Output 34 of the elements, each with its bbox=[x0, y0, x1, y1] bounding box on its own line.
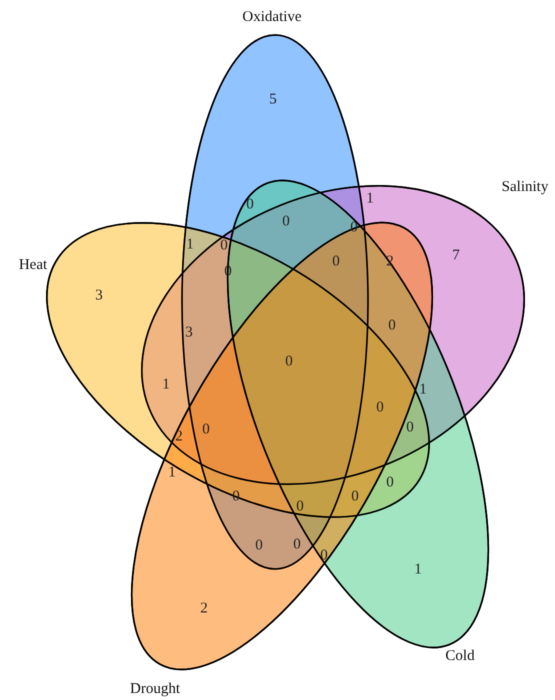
set-label: Cold bbox=[445, 649, 475, 664]
region-count: 0 bbox=[406, 420, 414, 436]
region-count: 1 bbox=[162, 378, 170, 392]
region-count: 7 bbox=[452, 248, 460, 264]
region-count: 0 bbox=[202, 422, 210, 438]
region-count: 0 bbox=[350, 220, 358, 236]
region-count: 1 bbox=[366, 192, 374, 206]
region-count: 0 bbox=[246, 198, 254, 212]
region-count: 0 bbox=[296, 500, 304, 514]
region-count: 0 bbox=[282, 214, 290, 230]
region-count: 0 bbox=[255, 538, 263, 554]
region-count: 0 bbox=[388, 318, 396, 334]
set-label: Drought bbox=[130, 682, 180, 697]
region-count: 0 bbox=[351, 490, 359, 504]
region-count: 2 bbox=[200, 602, 208, 616]
region-count: 2 bbox=[175, 430, 183, 444]
set-label: Salinity bbox=[502, 180, 548, 195]
region-count: 0 bbox=[386, 476, 394, 490]
region-count: 0 bbox=[293, 538, 301, 552]
set-label: Heat bbox=[18, 258, 48, 273]
region-count: 0 bbox=[220, 238, 228, 254]
region-count: 0 bbox=[376, 400, 384, 416]
region-count: 5 bbox=[269, 92, 277, 108]
region-count: 1 bbox=[168, 466, 176, 480]
region-count: 0 bbox=[320, 548, 328, 564]
region-count: 1 bbox=[414, 562, 422, 578]
set-label: Oxidative bbox=[242, 10, 302, 25]
region-count: 3 bbox=[185, 326, 193, 340]
region-count: 0 bbox=[224, 264, 232, 280]
region-count: 1 bbox=[186, 238, 194, 252]
region-count: 0 bbox=[285, 354, 293, 370]
region-count: 1 bbox=[419, 382, 427, 398]
region-count: 3 bbox=[95, 288, 103, 304]
region-count: 0 bbox=[332, 254, 340, 270]
